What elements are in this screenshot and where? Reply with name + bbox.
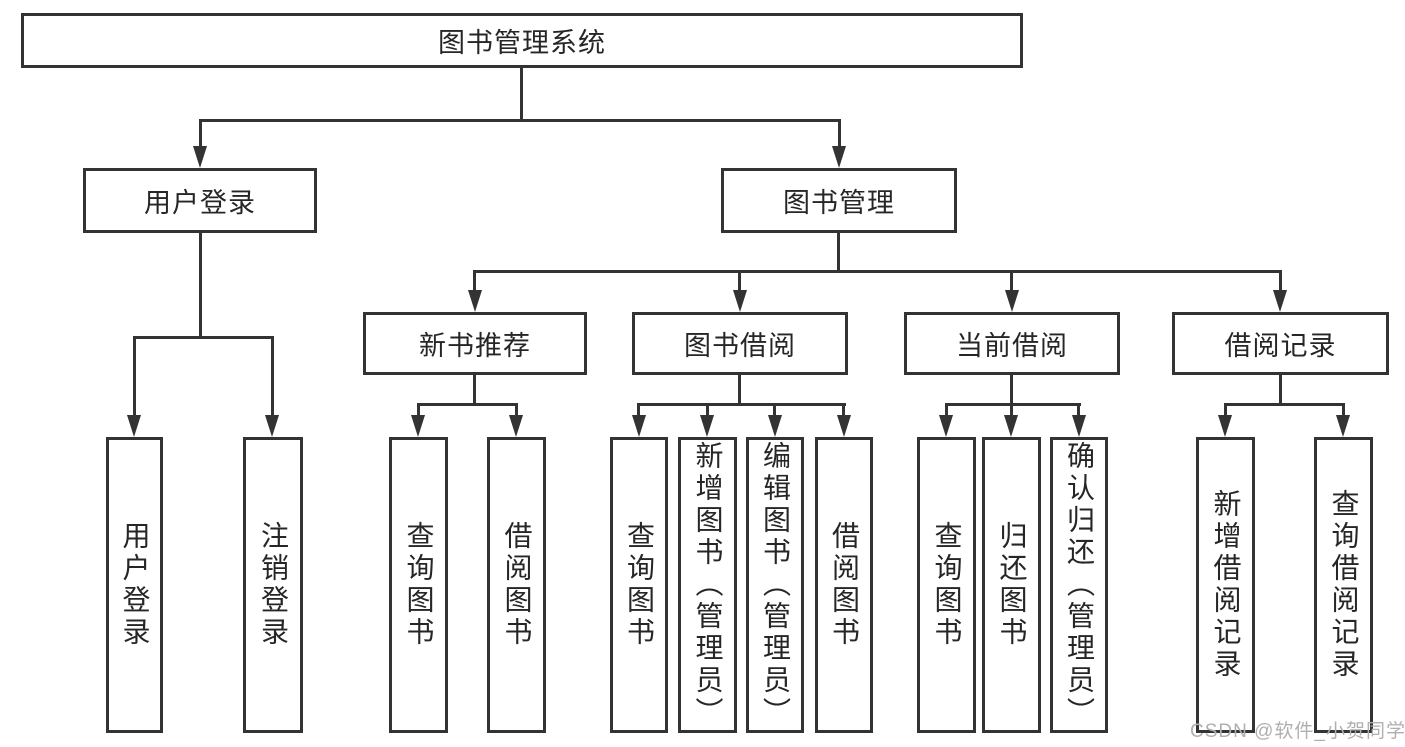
connector-line (842, 403, 845, 416)
connector-line (945, 403, 1081, 406)
leaf-add-book-admin: 新增图书（管理员） (678, 437, 737, 733)
leaf-label: 借阅图书 (501, 521, 533, 649)
connector-line (637, 403, 640, 416)
node-new-book-recommendation: 新书推荐 (363, 312, 587, 375)
leaf-logout-login: 注销登录 (243, 437, 303, 733)
connector-line (417, 403, 420, 416)
leaf-query-borrow-record: 查询借阅记录 (1314, 437, 1373, 733)
connector-line (199, 119, 841, 122)
connector-line (199, 233, 202, 338)
arrowhead-down-icon (1072, 415, 1086, 437)
arrowhead-down-icon (411, 415, 425, 437)
connector-line (417, 403, 518, 406)
leaf-return-books: 归还图书 (982, 437, 1041, 733)
node-current-borrowing: 当前借阅 (904, 312, 1120, 375)
connector-line (1224, 403, 1345, 406)
arrowhead-down-icon (265, 415, 279, 437)
arrowhead-down-icon (509, 415, 523, 437)
connector-line (738, 375, 741, 405)
arrowhead-down-icon (832, 146, 846, 168)
connector-line (1010, 375, 1013, 405)
connector-line (1224, 403, 1227, 416)
arrowhead-down-icon (193, 146, 207, 168)
leaf-label: 查询图书 (624, 521, 655, 649)
connector-line (473, 375, 476, 405)
arrowhead-down-icon (700, 415, 714, 437)
arrowhead-down-icon (733, 290, 747, 312)
connector-line (838, 119, 841, 147)
node-library-system: 图书管理系统 (21, 13, 1023, 68)
leaf-query-books: 查询图书 (610, 437, 668, 733)
connector-line (133, 336, 274, 339)
leaf-borrow-books: 借阅图书 (487, 437, 546, 733)
leaf-label: 查询借阅记录 (1328, 489, 1360, 681)
connector-line (515, 403, 518, 416)
connector-line (945, 403, 948, 416)
leaf-borrow-books: 借阅图书 (815, 437, 873, 733)
connector-line (1279, 270, 1282, 290)
arrowhead-down-icon (1005, 290, 1019, 312)
leaf-label: 借阅图书 (829, 521, 860, 649)
arrowhead-down-icon (1218, 415, 1232, 437)
connector-line (1279, 375, 1282, 405)
arrowhead-down-icon (468, 290, 482, 312)
connector-line (738, 270, 741, 290)
arrowhead-down-icon (1004, 415, 1018, 437)
leaf-confirm-return-admin: 确认归还（管理员） (1050, 437, 1108, 733)
arrowhead-down-icon (768, 415, 782, 437)
connector-line (133, 336, 136, 415)
connector-line (473, 270, 476, 290)
leaf-query-books: 查询图书 (389, 437, 448, 733)
arrowhead-down-icon (127, 415, 141, 437)
leaf-user-login: 用户登录 (106, 437, 163, 733)
leaf-add-borrow-record: 新增借阅记录 (1196, 437, 1255, 733)
leaf-label: 归还图书 (996, 521, 1028, 649)
leaf-label: 注销登录 (258, 521, 289, 649)
node-book-management: 图书管理 (721, 168, 957, 233)
arrowhead-down-icon (1273, 290, 1287, 312)
node-book-borrowing: 图书借阅 (632, 312, 848, 375)
connector-line (837, 233, 840, 272)
node-borrowing-records: 借阅记录 (1172, 312, 1389, 375)
connector-line (706, 403, 709, 416)
arrowhead-down-icon (837, 415, 851, 437)
leaf-label: 查询图书 (931, 521, 963, 649)
node-user-login: 用户登录 (83, 168, 317, 233)
connector-line (1342, 403, 1345, 416)
connector-line (473, 270, 1282, 273)
leaf-label: 用户登录 (119, 521, 151, 649)
leaf-label: 确认归还（管理员） (1064, 441, 1095, 729)
connector-line (520, 68, 523, 121)
connector-line (1077, 403, 1080, 416)
arrowhead-down-icon (939, 415, 953, 437)
connector-line (199, 119, 202, 147)
arrowhead-down-icon (1336, 415, 1350, 437)
leaf-label: 编辑图书（管理员） (760, 441, 791, 729)
watermark: CSDN @软件_小贺同学 (1190, 721, 1405, 742)
leaf-label: 查询图书 (403, 521, 435, 649)
leaf-edit-book-admin: 编辑图书（管理员） (746, 437, 804, 733)
arrowhead-down-icon (632, 415, 646, 437)
connector-line (271, 336, 274, 415)
connector-line (1010, 403, 1013, 416)
leaf-query-books: 查询图书 (917, 437, 976, 733)
connector-line (773, 403, 776, 416)
leaf-label: 新增图书（管理员） (692, 441, 724, 729)
connector-line (1010, 270, 1013, 290)
connector-line (637, 403, 846, 406)
leaf-label: 新增借阅记录 (1210, 489, 1242, 681)
